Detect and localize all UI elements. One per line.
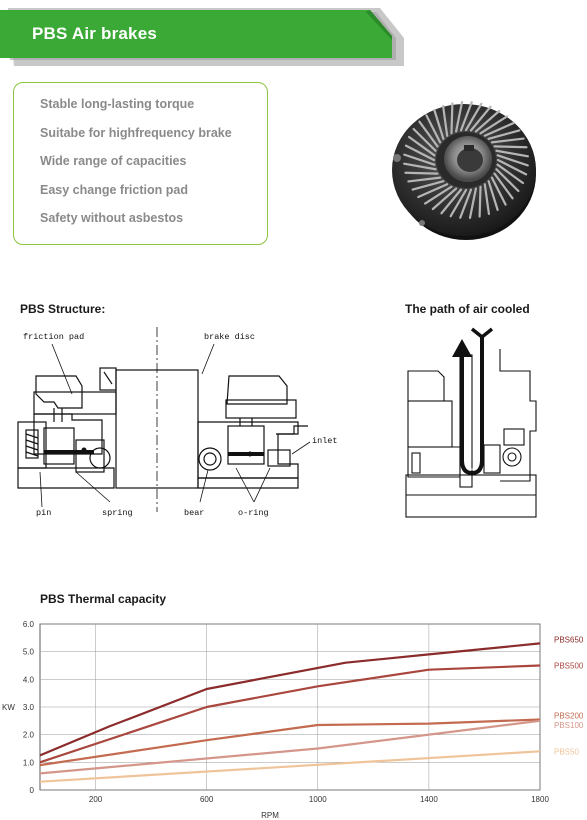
x-tick-label: 1800 [531,795,549,804]
air-path-title: The path of air cooled [405,302,530,316]
legend-pbs100: PBS100 [554,721,584,730]
feature-item: Suitabe for highfrequency brake [40,126,232,140]
fin [496,158,528,176]
y-tick-label: 1.0 [23,758,35,767]
fin [411,180,445,191]
label-o-ring: o-ring [238,508,269,518]
series-line-pbs500 [39,664,541,764]
series-line-pbs100 [39,719,541,775]
page-title: PBS Air brakes [32,24,158,43]
y-tick-label: 3.0 [23,703,35,712]
header-banner [0,8,404,66]
label-inlet: inlet [312,436,338,446]
fin [495,168,520,193]
air-path-diagram [400,325,550,525]
fin [449,188,468,218]
fin [490,137,525,144]
fin [423,185,453,205]
fin [450,102,454,135]
fin [407,135,436,157]
series-line-pbs200 [39,718,541,767]
fin [418,120,439,148]
series-line-pbs650 [39,642,541,757]
fin [496,154,529,167]
fin [469,105,492,132]
label-brake-disc: brake disc [204,332,256,342]
x-axis-label: RPM [261,811,279,820]
fin [459,101,473,132]
feature-item: Wide range of capacities [40,154,187,168]
fin [474,109,501,133]
structure-title: PBS Structure: [20,302,106,316]
fin [487,129,521,140]
chart-axes: 0 1.0 2.0 3.0 4.0 5.0 6.0 200 600 1000 1400 1800RPM… [2,620,549,820]
y-tick-label: 2.0 [23,731,35,740]
fin [404,171,439,175]
label-spring: spring [102,508,133,518]
features-box: Stable long-lasting torque Suitabe for h… [13,82,268,245]
fin [441,105,449,137]
chart-grid [39,623,541,791]
structure-drawing [17,327,311,512]
chart-title: PBS Thermal capacity [40,592,167,606]
legend-pbs650: PBS650 [554,635,584,644]
feature-item: Safety without asbestos [40,211,184,225]
fin [493,172,514,200]
fin [490,176,507,206]
label-friction-pad: friction pad [23,332,85,342]
chart-series [39,642,541,783]
feature-item: Stable long-lasting torque [40,97,195,111]
fin [459,188,473,219]
x-tick-label: 1400 [420,795,438,804]
fin [412,127,437,152]
thermal-capacity-chart: 0 1.0 2.0 3.0 4.0 5.0 6.0 200 600 1000 1400 1800RPM… [2,620,584,820]
legend-pbs200: PBS200 [554,711,584,720]
fin [483,121,515,137]
x-tick-label: 600 [200,795,214,804]
fin [440,188,463,215]
feature-item: Easy change friction pad [40,183,188,197]
fin [431,187,458,211]
fin [404,144,436,162]
fin [468,187,477,219]
fin [487,180,499,211]
fin [496,163,525,185]
label-bear: bear [184,508,205,518]
fin [407,176,442,183]
fin [455,101,464,133]
legend-pbs500: PBS500 [554,662,584,671]
y-tick-label: 5.0 [23,648,35,657]
fin [495,149,529,158]
fin [425,114,442,144]
x-tick-label: 1000 [309,795,327,804]
series-line-pbs50 [39,750,541,783]
y-tick-label: 4.0 [23,675,35,684]
label-pin: pin [36,508,52,518]
fin [479,115,509,135]
x-tick-label: 200 [89,795,103,804]
y-tick-label: 6.0 [23,620,35,629]
fin [417,183,449,199]
fin [403,162,437,171]
fin [493,145,528,149]
fin [433,109,445,140]
air-path-drawing [405,327,537,518]
fin [403,153,436,166]
fin [464,102,483,132]
y-axis-label: KW [2,703,15,712]
fin [483,183,491,215]
fin [478,185,482,218]
y-tick-label: 0 [30,786,35,795]
legend-pbs50: PBS50 [554,747,579,756]
structure-diagram: friction pad brake disc inlet pin spring… [14,322,338,522]
air-brake-product-image [392,101,536,240]
